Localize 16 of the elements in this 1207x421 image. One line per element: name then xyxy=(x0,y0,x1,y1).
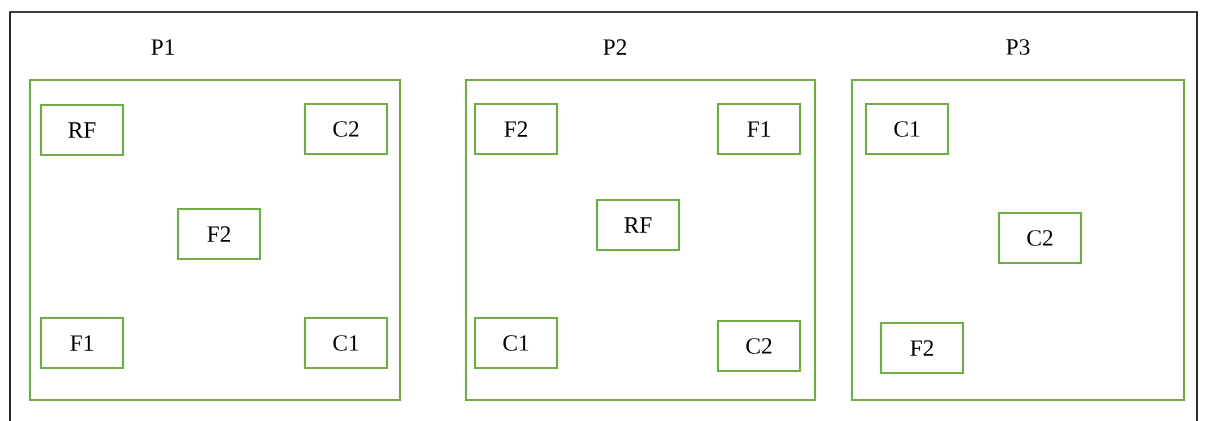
label-box: C1 xyxy=(864,102,950,156)
label-box: C2 xyxy=(997,211,1083,265)
panel-title: P3 xyxy=(1006,39,1030,55)
label-box: F1 xyxy=(39,316,125,370)
label-box: RF xyxy=(39,103,125,157)
label-box: C2 xyxy=(303,102,389,156)
label-box: RF xyxy=(595,198,681,252)
label-box: F2 xyxy=(176,207,262,261)
label-box: F1 xyxy=(716,102,802,156)
label-box: F2 xyxy=(879,321,965,375)
panel-title: P2 xyxy=(603,39,627,55)
label-box: C2 xyxy=(716,319,802,373)
label-box: C1 xyxy=(303,316,389,370)
label-box: C1 xyxy=(473,316,559,370)
panel-title: P1 xyxy=(151,39,174,55)
label-box: F2 xyxy=(473,102,559,156)
